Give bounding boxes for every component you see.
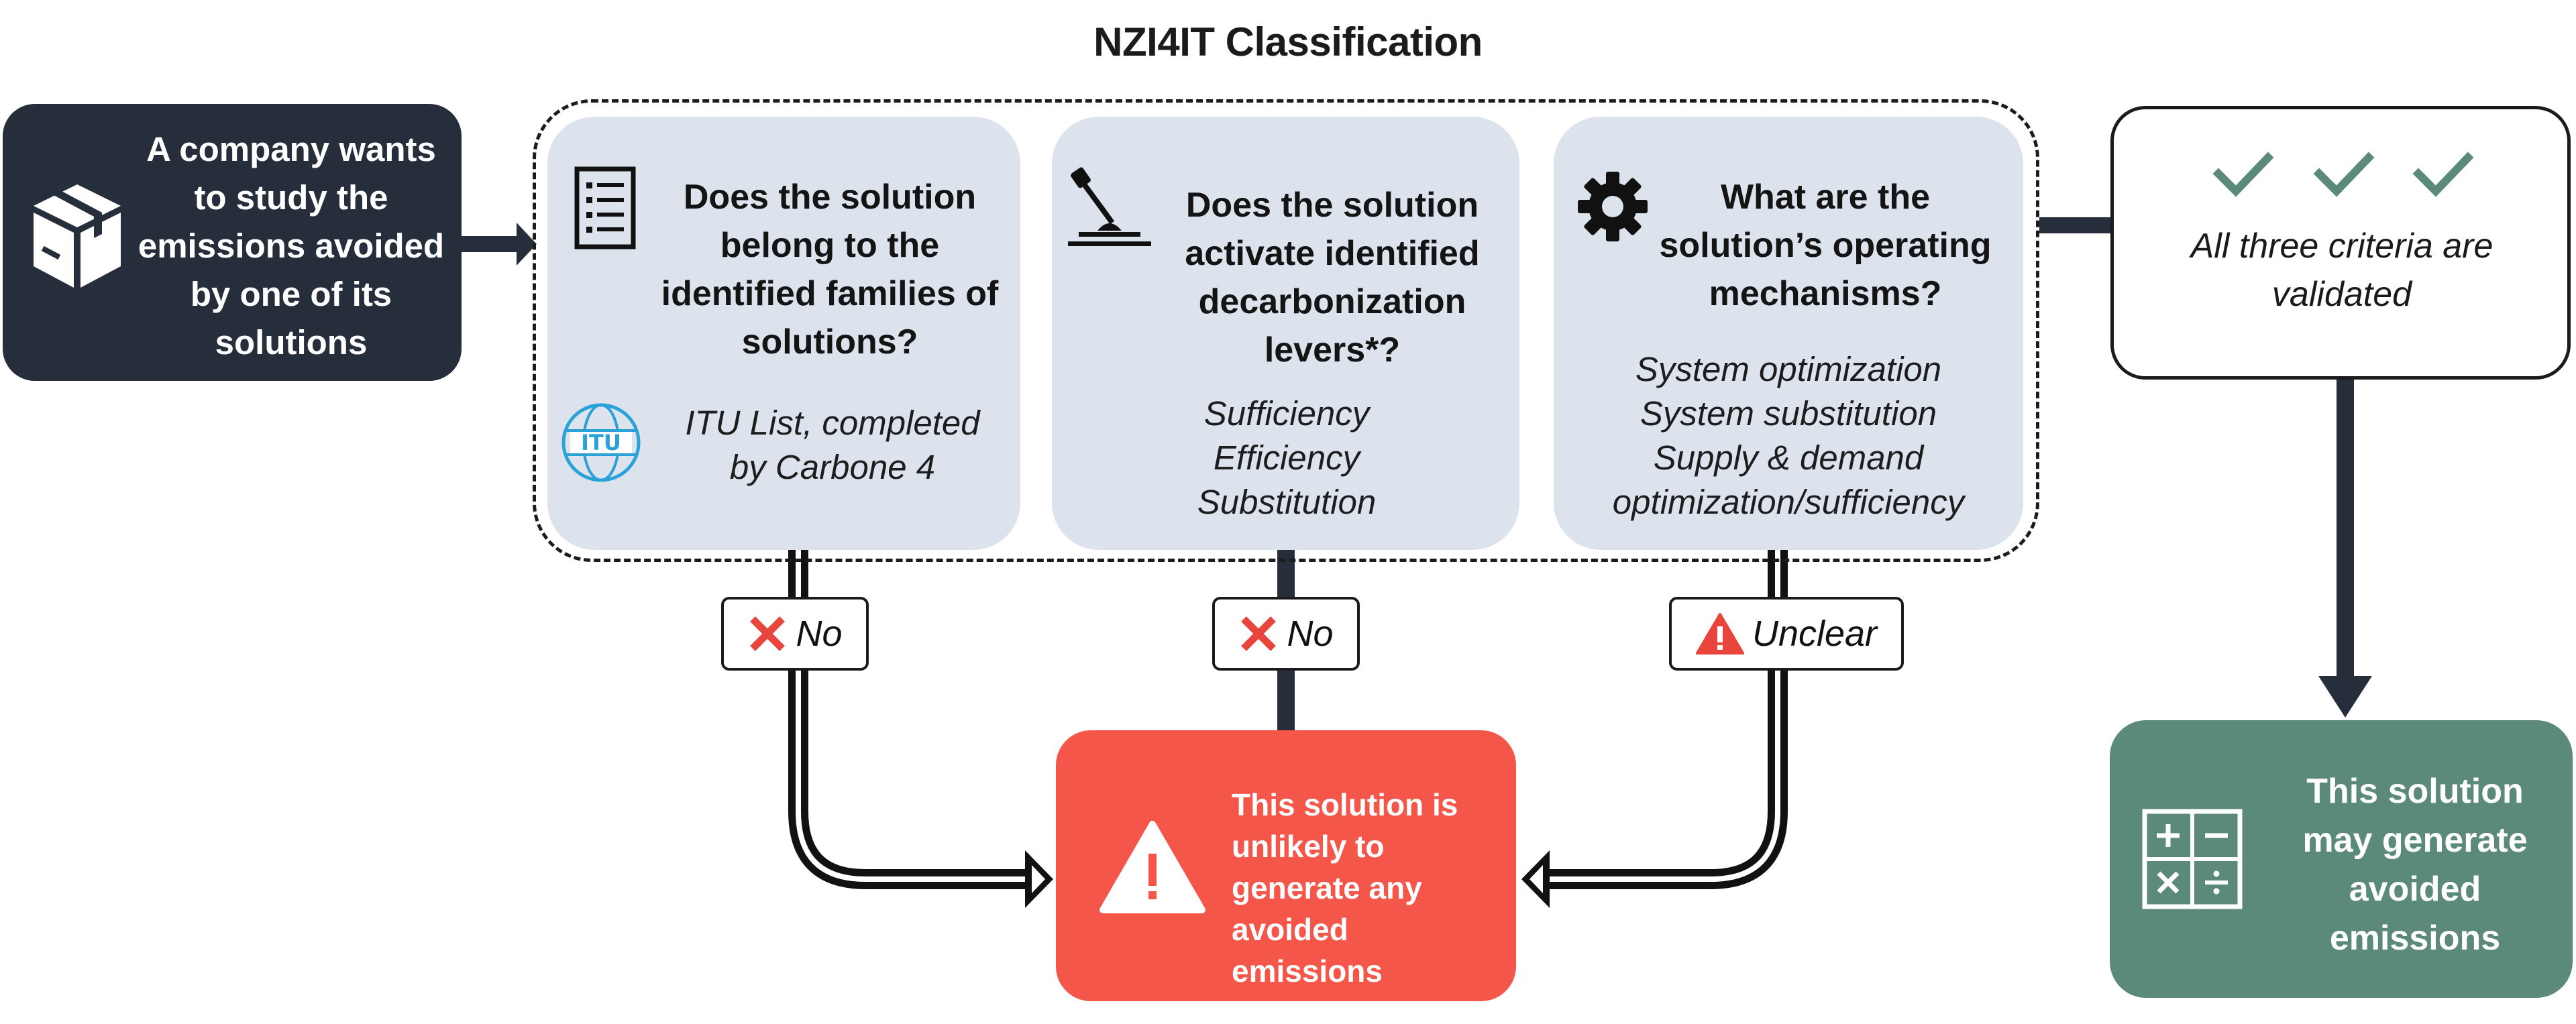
gear-icon <box>1578 172 1648 241</box>
outcome-tag-2: No <box>1212 597 1360 671</box>
criterion-card-3: What are the solution’s operating mechan… <box>1554 117 2023 550</box>
start-box: A company wants to study the emissions a… <box>3 104 462 381</box>
criterion-3-answer-line: System substitution <box>1640 394 1937 433</box>
criterion-2-answer-line: Efficiency <box>1213 439 1360 477</box>
negative-result-box: This solution is unlikely to generate an… <box>1056 730 1516 1001</box>
red-cross-icon <box>1241 616 1277 651</box>
arrow-start-head <box>517 223 537 266</box>
package-box-icon <box>34 184 121 288</box>
criterion-1-answer-line: by Carbone 4 <box>729 448 936 486</box>
lever-icon <box>1068 167 1151 246</box>
diagram-title: NZI4IT Classification <box>1093 19 1483 64</box>
validated-box: All three criteria are validated <box>2110 106 2571 380</box>
criterion-2-answer: Sufficiency Efficiency Substitution <box>1092 392 1481 524</box>
outcome-label-2: No <box>1287 614 1334 654</box>
checklist-icon <box>574 166 636 249</box>
criterion-1-question: Does the solution belong to the identifi… <box>661 178 999 361</box>
checkmarks-icon <box>2212 152 2473 197</box>
criterion-1-answer: ITU List, completed by Carbone 4 <box>655 401 1010 490</box>
criterion-3-answer: System optimization System substitution … <box>1560 347 2017 524</box>
outcome-label-3: Unclear <box>1752 614 1878 654</box>
warning-triangle-icon <box>1099 821 1205 913</box>
validated-text: All three criteria are validated <box>2190 227 2493 314</box>
outcome-tag-1: No <box>721 597 869 671</box>
positive-result-text: This solution may generate avoided emiss… <box>2302 772 2528 958</box>
arrow-validated-head <box>2318 676 2372 718</box>
warning-icon <box>1695 613 1744 655</box>
positive-result-box: This solution may generate avoided emiss… <box>2110 720 2573 998</box>
outcome-tag-3: Unclear <box>1669 597 1904 671</box>
criterion-3-answer-line: System optimization <box>1635 350 1942 388</box>
itu-logo: ITU <box>561 403 641 482</box>
criterion-2-answer-line: Sufficiency <box>1203 394 1370 433</box>
criterion-2-question: Does the solution activate identified de… <box>1185 186 1480 369</box>
criterion-card-1: Does the solution belong to the identifi… <box>547 117 1020 550</box>
criterion-3-answer-line: Supply & demand <box>1653 439 1924 477</box>
criterion-card-2: Does the solution activate identified de… <box>1052 117 1519 550</box>
criterion-1-answer-line: ITU List, completed <box>685 404 980 442</box>
calculator-icon <box>2142 809 2243 909</box>
start-text: A company wants to study the emissions a… <box>138 130 445 361</box>
criterion-3-answer-line: optimization/sufficiency <box>1612 483 1965 521</box>
red-cross-icon <box>750 616 786 651</box>
criterion-3-question: What are the solution’s operating mechan… <box>1659 178 1992 313</box>
criterion-2-answer-line: Substitution <box>1197 483 1377 521</box>
negative-result-text: This solution is unlikely to generate an… <box>1232 787 1458 988</box>
outcome-label-1: No <box>796 614 843 654</box>
classification-group <box>533 99 2039 562</box>
itu-logo-text: ITU <box>581 430 621 455</box>
